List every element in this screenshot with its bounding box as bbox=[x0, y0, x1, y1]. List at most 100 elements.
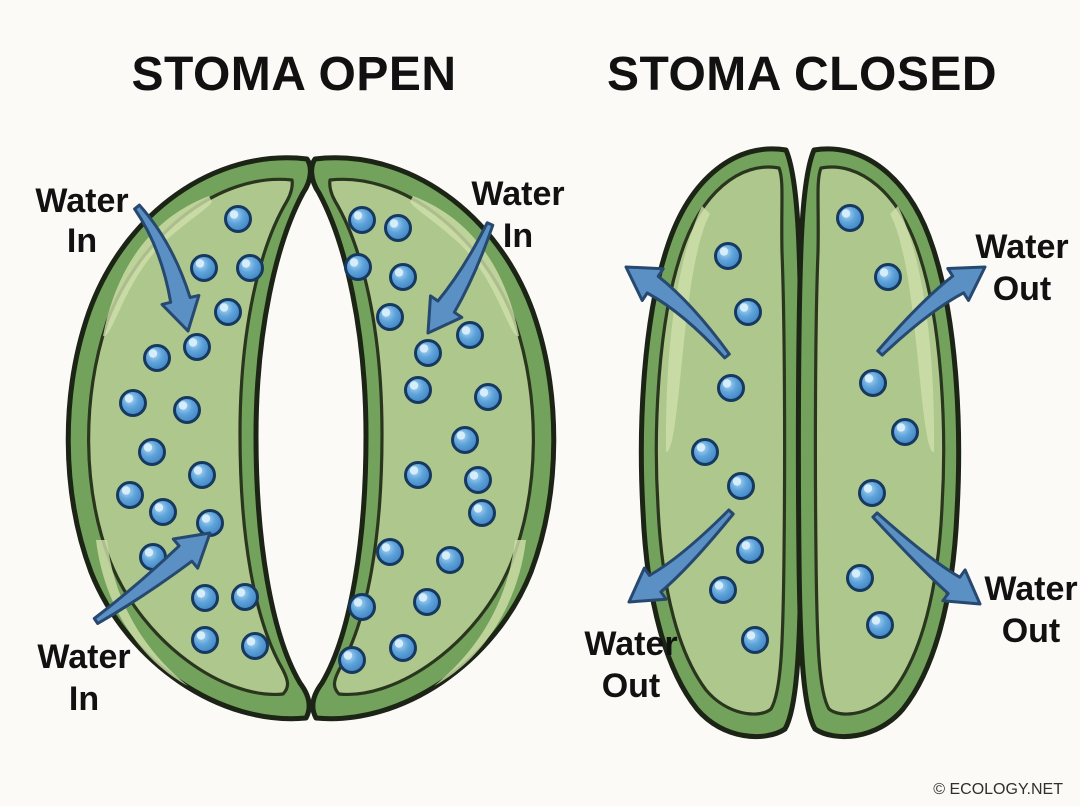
water-molecule-highlight bbox=[473, 504, 483, 513]
water-out-label: Out bbox=[993, 270, 1052, 308]
water-in-label: Water bbox=[471, 175, 564, 213]
water-molecule bbox=[709, 576, 737, 604]
water-molecule-highlight bbox=[195, 259, 205, 268]
water-molecule bbox=[414, 339, 442, 367]
closed-panel-title: STOMA CLOSED bbox=[607, 48, 997, 101]
water-molecule bbox=[138, 438, 166, 466]
water-molecule bbox=[384, 214, 412, 242]
water-molecule bbox=[464, 466, 492, 494]
water-molecule-highlight bbox=[201, 514, 211, 523]
water-molecule-highlight bbox=[236, 588, 246, 597]
water-molecule bbox=[348, 593, 376, 621]
water-molecule bbox=[451, 426, 479, 454]
water-out-lower-left-arrow bbox=[627, 508, 735, 604]
water-molecule bbox=[119, 389, 147, 417]
water-molecule bbox=[149, 498, 177, 526]
water-molecule-highlight bbox=[418, 593, 428, 602]
water-molecule-highlight bbox=[864, 374, 874, 383]
water-in-label: Water bbox=[37, 638, 130, 676]
water-molecule bbox=[190, 254, 218, 282]
water-out-arrows bbox=[624, 265, 987, 606]
water-in-label: In bbox=[69, 680, 99, 718]
water-molecule bbox=[188, 461, 216, 489]
water-molecule-highlight bbox=[241, 259, 251, 268]
guard-cell-right-closed bbox=[798, 149, 958, 737]
watermark-text: © ECOLOGY.NET bbox=[933, 781, 1063, 798]
water-molecule-highlight bbox=[851, 569, 861, 578]
water-molecule-highlight bbox=[896, 423, 906, 432]
water-in-bottom-left-arrow bbox=[92, 531, 212, 625]
water-molecule bbox=[714, 242, 742, 270]
water-molecule-highlight bbox=[229, 210, 239, 219]
water-molecule-highlight bbox=[381, 308, 391, 317]
water-in-top-left-arrow bbox=[133, 203, 201, 333]
water-molecule-highlight bbox=[144, 548, 154, 557]
water-molecule bbox=[143, 344, 171, 372]
water-molecule-highlight bbox=[441, 551, 451, 560]
open-panel-title: STOMA OPEN bbox=[131, 48, 456, 101]
water-molecule bbox=[891, 418, 919, 446]
water-molecule bbox=[224, 205, 252, 233]
water-molecule-highlight bbox=[409, 381, 419, 390]
water-molecule bbox=[874, 263, 902, 291]
water-out-lower-right-arrow bbox=[871, 511, 982, 606]
water-molecule bbox=[404, 376, 432, 404]
water-out-upper-right-arrow bbox=[876, 265, 987, 357]
water-molecule-highlight bbox=[722, 379, 732, 388]
water-molecule bbox=[866, 611, 894, 639]
water-molecule-highlight bbox=[154, 503, 164, 512]
water-molecule-highlight bbox=[741, 541, 751, 550]
water-molecule-highlight bbox=[219, 303, 229, 312]
water-molecule-highlight bbox=[343, 651, 353, 660]
water-molecule-highlight bbox=[389, 219, 399, 228]
water-molecule-highlight bbox=[739, 303, 749, 312]
water-molecule-highlight bbox=[732, 477, 742, 486]
water-molecule-highlight bbox=[381, 543, 391, 552]
water-molecule-highlight bbox=[863, 484, 873, 493]
water-molecule bbox=[376, 303, 404, 331]
water-molecules-open bbox=[116, 205, 502, 674]
water-molecule-highlight bbox=[461, 326, 471, 335]
water-out-label: Water bbox=[975, 228, 1068, 266]
water-molecule-highlight bbox=[193, 466, 203, 475]
water-molecule bbox=[727, 472, 755, 500]
water-molecule-highlight bbox=[879, 268, 889, 277]
water-in-arrows bbox=[92, 203, 495, 625]
water-molecule-highlight bbox=[353, 598, 363, 607]
water-molecule-highlight bbox=[143, 443, 153, 452]
water-molecule bbox=[474, 383, 502, 411]
water-molecule-highlight bbox=[714, 581, 724, 590]
water-molecule-highlight bbox=[124, 394, 134, 403]
water-molecule-highlight bbox=[349, 258, 359, 267]
water-molecule bbox=[436, 546, 464, 574]
water-molecule bbox=[376, 538, 404, 566]
water-molecule-highlight bbox=[148, 349, 158, 358]
water-out-label: Water bbox=[584, 625, 677, 663]
water-molecule-highlight bbox=[353, 211, 363, 220]
water-molecule bbox=[413, 588, 441, 616]
water-molecule-highlight bbox=[479, 388, 489, 397]
water-molecule-highlight bbox=[456, 431, 466, 440]
water-molecule-highlight bbox=[394, 268, 404, 277]
guard-cell-left-open bbox=[68, 158, 310, 719]
water-molecule bbox=[214, 298, 242, 326]
water-molecule bbox=[173, 396, 201, 424]
water-molecule bbox=[389, 634, 417, 662]
water-molecule bbox=[116, 481, 144, 509]
water-molecule bbox=[717, 374, 745, 402]
water-molecule bbox=[468, 499, 496, 527]
water-molecule-highlight bbox=[196, 589, 206, 598]
water-molecule bbox=[404, 461, 432, 489]
water-molecule-highlight bbox=[409, 466, 419, 475]
water-molecule-highlight bbox=[719, 247, 729, 256]
water-molecule bbox=[858, 479, 886, 507]
water-molecule bbox=[183, 333, 211, 361]
water-molecule-highlight bbox=[746, 631, 756, 640]
water-molecule bbox=[846, 564, 874, 592]
water-in-label: In bbox=[67, 222, 97, 260]
water-molecule bbox=[241, 632, 269, 660]
